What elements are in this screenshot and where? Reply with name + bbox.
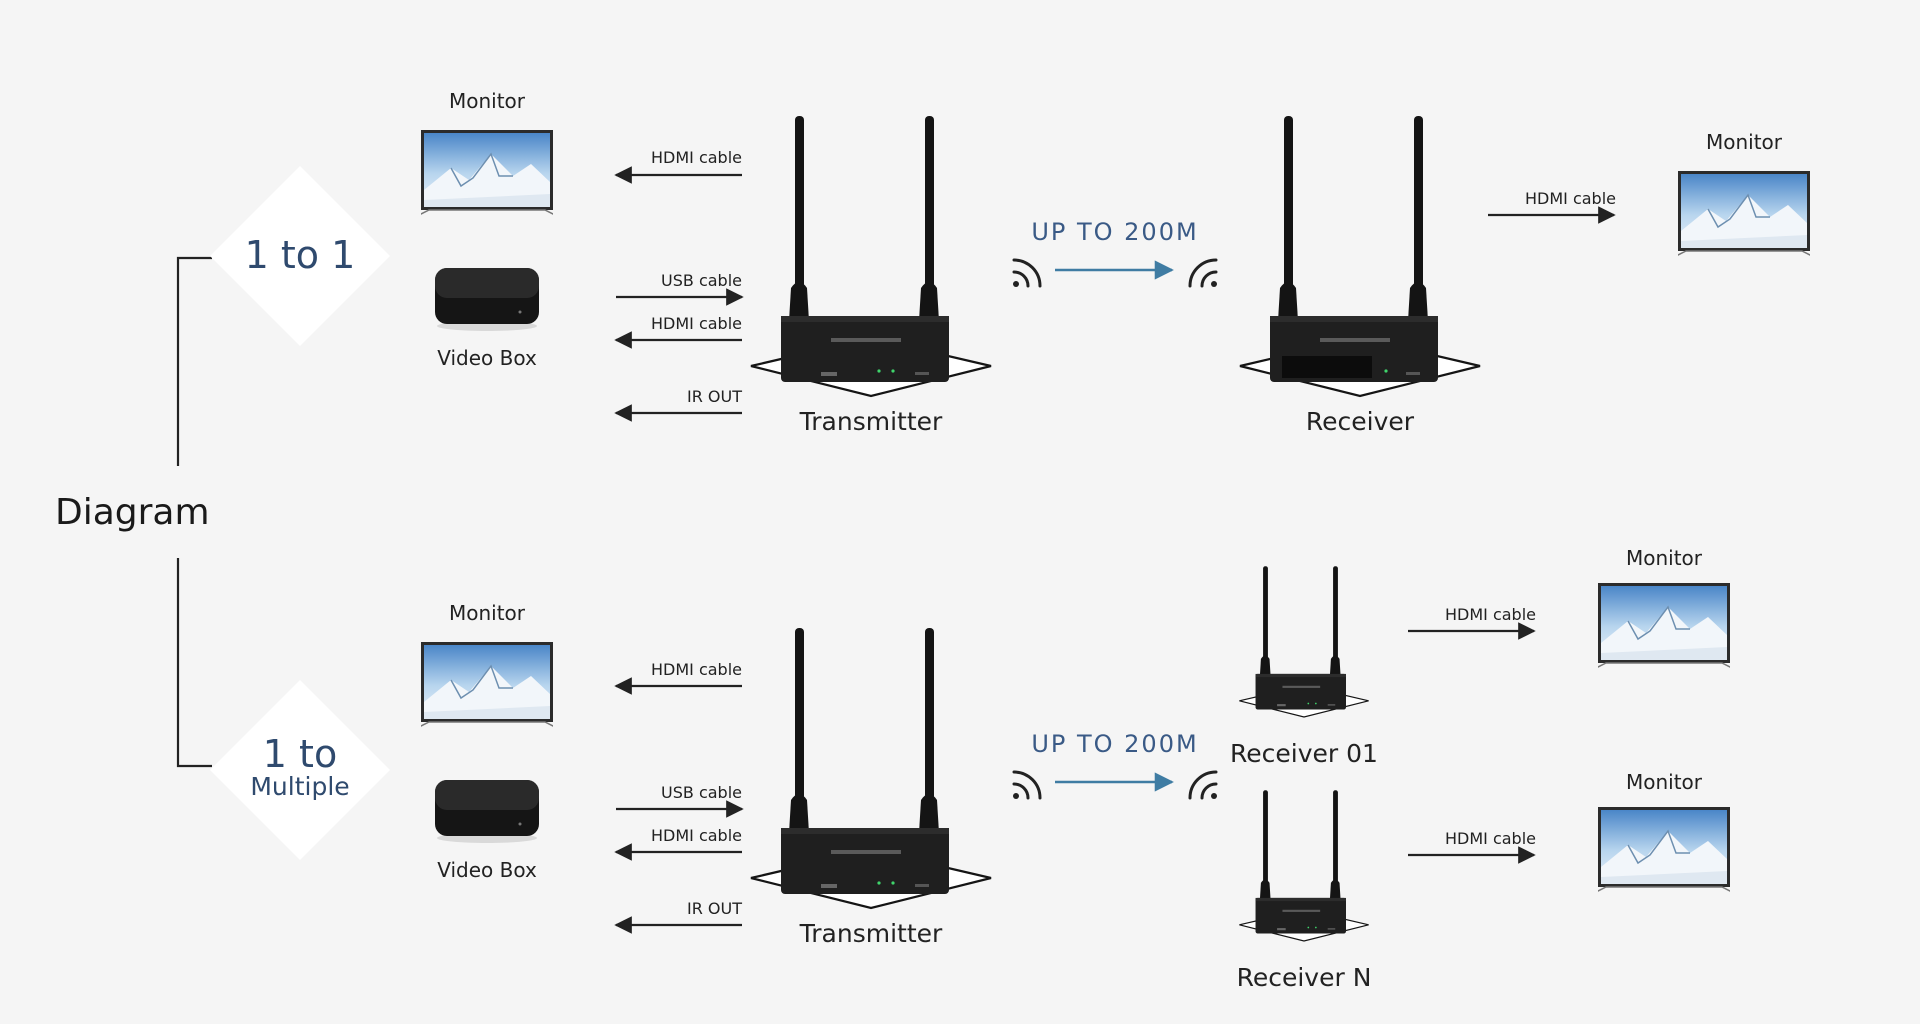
bottom-wifi-out-icon	[1012, 770, 1042, 801]
bottom-cable-label-4: IR OUT	[687, 899, 742, 918]
top-wifi-in-icon	[1188, 258, 1218, 289]
top-right-monitor-label: Monitor	[1706, 130, 1783, 154]
top-transmitter-label: Transmitter	[799, 407, 943, 436]
top-receiver-label: Receiver	[1306, 407, 1415, 436]
bottom-left-monitor-label: Monitor	[449, 601, 526, 625]
bottom-cable-label-3: HDMI cable	[651, 826, 742, 845]
bottom-cable-label-1: HDMI cable	[651, 660, 742, 679]
receiver-n-device	[1238, 790, 1370, 942]
mode-diamond-1tomultiple	[210, 680, 390, 860]
receiver-01-device	[1238, 566, 1370, 718]
bottom-left-monitor-icon	[421, 642, 553, 729]
top-right-cable-label: HDMI cable	[1525, 189, 1616, 208]
top-transmitter-device	[749, 116, 993, 398]
bottom-transmitter-label: Transmitter	[799, 919, 943, 948]
top-cable-label-2: USB cable	[661, 271, 742, 290]
bottom-transmitter-device	[749, 628, 993, 910]
receiver-01-label: Receiver 01	[1230, 739, 1378, 768]
top-cable-label-3: HDMI cable	[651, 314, 742, 333]
top-video-box-label: Video Box	[437, 346, 537, 370]
top-right-monitor-icon	[1678, 171, 1810, 258]
bottom-range-label: UP TO 200M	[1031, 730, 1198, 758]
mode-label-1to-line1: 1 to	[263, 732, 337, 776]
mode-label-multiple: Multiple	[250, 772, 349, 801]
mode-label-1to1: 1 to 1	[245, 233, 356, 277]
top-cable-label-1: HDMI cable	[651, 148, 742, 167]
top-video-box-icon	[435, 268, 539, 331]
bracket-bottom	[176, 558, 212, 768]
top-left-monitor-label: Monitor	[449, 89, 526, 113]
top-range-label: UP TO 200M	[1031, 218, 1198, 246]
bottom-right-cable-label-1: HDMI cable	[1445, 605, 1536, 624]
receiver-n-label: Receiver N	[1237, 963, 1372, 992]
bottom-video-box-icon	[435, 780, 539, 843]
bottom-wifi-in-icon	[1188, 770, 1218, 801]
bottom-right-monitor-icon-1	[1598, 583, 1730, 670]
top-wifi-out-icon	[1012, 258, 1042, 289]
top-left-monitor-icon	[421, 130, 553, 217]
diagram-title: Diagram	[55, 492, 210, 533]
bottom-right-monitor-label-1: Monitor	[1626, 546, 1703, 570]
bracket-top	[176, 256, 212, 466]
bottom-cable-label-2: USB cable	[661, 783, 742, 802]
bottom-video-box-label: Video Box	[437, 858, 537, 882]
top-receiver-device	[1238, 116, 1482, 398]
bottom-right-cable-label-2: HDMI cable	[1445, 829, 1536, 848]
top-cable-label-4: IR OUT	[687, 387, 742, 406]
bottom-right-monitor-icon-2	[1598, 807, 1730, 894]
mode-diamond-1to1	[210, 166, 390, 346]
bottom-right-monitor-label-2: Monitor	[1626, 770, 1703, 794]
